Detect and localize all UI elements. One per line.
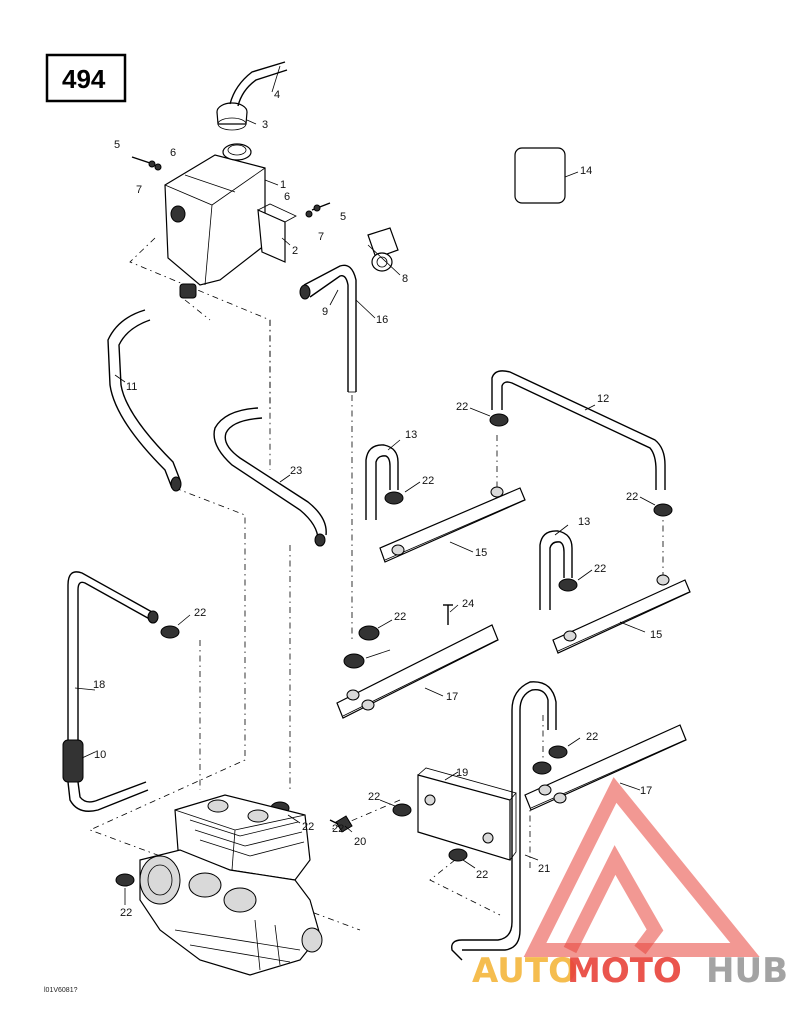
callout-22-e: 22 <box>194 607 206 619</box>
callout-22-h: 22 <box>586 731 598 743</box>
page-number: 494 <box>62 64 106 94</box>
callout-14: 14 <box>580 165 592 177</box>
callout-22-f: 22 <box>394 611 406 623</box>
callout-2: 2 <box>292 245 298 257</box>
callout-22-g: 22 <box>368 791 380 803</box>
callout-23: 23 <box>290 465 302 477</box>
callout-13-upper: 13 <box>405 429 417 441</box>
callout-22-b: 22 <box>422 475 434 487</box>
callout-22-c: 22 <box>626 491 638 503</box>
callout-9: 9 <box>322 306 328 318</box>
tank-cap <box>216 102 248 131</box>
hose-13-lower <box>539 530 573 610</box>
screw-set-left <box>131 156 162 171</box>
hose-9 <box>299 264 357 330</box>
heat-exchanger-15-upper <box>379 486 526 563</box>
tank-bracket <box>257 203 297 263</box>
engine <box>139 794 323 976</box>
vent-hose <box>229 61 288 107</box>
callout-leaders <box>74 65 656 905</box>
temperature-sensor <box>329 815 353 833</box>
callout-6-right: 6 <box>284 191 290 203</box>
callout-17-lower: 17 <box>640 785 652 797</box>
callout-22-j: 22 <box>332 823 344 835</box>
callout-24: 24 <box>462 598 474 610</box>
callout-18: 18 <box>93 679 105 691</box>
callout-16: 16 <box>376 314 388 326</box>
callout-15-upper: 15 <box>475 547 487 559</box>
assembly-leader-lines <box>88 237 664 931</box>
heat-exchanger-15-lower <box>552 574 691 654</box>
watermark-logo-icon <box>523 777 760 957</box>
hose-21 <box>451 681 557 961</box>
hose-23 <box>213 407 327 547</box>
callout-13-lower: 13 <box>578 516 590 528</box>
callout-10: 10 <box>94 749 106 761</box>
hose-clip <box>367 227 399 272</box>
callout-8: 8 <box>402 273 408 285</box>
callout-22-i: 22 <box>302 821 314 833</box>
hose-clamps <box>115 413 673 887</box>
hose-11 <box>107 309 182 492</box>
callout-3: 3 <box>262 119 268 131</box>
coolant-tank <box>164 143 266 299</box>
callout-12: 12 <box>597 393 609 405</box>
callout-labels: 1 2 3 4 5 6 7 5 6 7 8 9 16 11 14 12 22 1… <box>93 89 662 919</box>
screw-set-right <box>305 202 331 218</box>
callout-7-left: 7 <box>136 184 142 196</box>
callout-6-left: 6 <box>170 147 176 159</box>
callout-19: 19 <box>456 767 468 779</box>
callout-17-upper: 17 <box>446 691 458 703</box>
screw-24 <box>443 604 453 625</box>
hose-12 <box>491 370 666 490</box>
callout-5-right: 5 <box>340 211 346 223</box>
callout-22-d: 22 <box>594 563 606 575</box>
callout-7-right: 7 <box>318 231 324 243</box>
callout-22-k: 22 <box>476 869 488 881</box>
watermark-text-moto: MOTO <box>567 951 682 991</box>
drawing-reference-code: l01V6081? <box>44 987 78 994</box>
callout-11: 11 <box>126 381 137 393</box>
page-number-box: 494 <box>45 53 127 103</box>
decal <box>514 147 566 204</box>
callout-15-lower: 15 <box>650 629 662 641</box>
hose-16 <box>347 330 357 393</box>
callout-4: 4 <box>274 89 280 101</box>
watermark-text-auto: AUTO <box>472 951 577 991</box>
heat-exchanger-17-lower <box>524 724 687 811</box>
callout-20: 20 <box>354 836 366 848</box>
heat-exchanger-17-upper <box>336 624 499 719</box>
callout-1: 1 <box>280 179 286 191</box>
callout-22-l: 22 <box>120 907 132 919</box>
hose-18 <box>67 571 159 745</box>
callout-21: 21 <box>538 863 550 875</box>
sleeve-10 <box>62 739 149 812</box>
plate-19 <box>417 767 517 861</box>
callout-22-a: 22 <box>456 401 468 413</box>
callout-5-left: 5 <box>114 139 120 151</box>
watermark-text-hub: HUB <box>706 951 788 991</box>
watermark-text: AUTO MOTO HUB <box>472 951 788 991</box>
hose-13-upper <box>365 444 399 520</box>
